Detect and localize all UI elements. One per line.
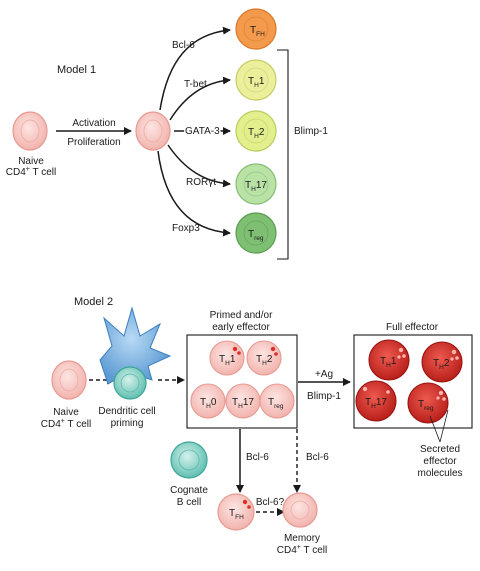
secreted-label-line2: effector (423, 456, 457, 467)
model2-tfh-cell: TFH (217, 493, 255, 531)
svg-text:TH17: TH17 (365, 397, 387, 410)
model1-cell-tfh: TFH (235, 8, 277, 50)
primed-cell-th17: TH17 (225, 383, 261, 419)
secreted-label-line3: molecules (417, 468, 462, 479)
primed-box-title-line1: Primed and/or (210, 310, 273, 321)
proliferation-label: Proliferation (67, 137, 120, 148)
svg-text:Treg: Treg (418, 399, 434, 412)
model1-activated-cell (135, 111, 171, 151)
svg-text:TH1: TH1 (248, 76, 265, 89)
svg-text:TH2: TH2 (248, 127, 265, 140)
branch-arrow-bcl6 (159, 26, 231, 111)
svg-text:TH2: TH2 (433, 358, 450, 371)
model1-naive-label-line1: Naive (18, 156, 44, 167)
dendritic-label-line1: Dendritic cell (98, 406, 155, 417)
activation-label: Activation (72, 118, 115, 129)
full-cell-treg: Treg (407, 382, 449, 424)
factor-label-rorgt: RORγt (186, 177, 216, 188)
dc-bound-t-cell (113, 366, 147, 400)
arrow-ag-label: +Ag (315, 369, 333, 380)
model2-naive-label-line1: Naive (53, 407, 79, 418)
cognate-b-cell (170, 441, 208, 479)
bcl6-label-left: Bcl-6 (246, 452, 269, 463)
svg-text:TH1: TH1 (380, 356, 397, 369)
factor-label-gata3: GATA-3 (185, 126, 220, 137)
model1-cell-th2: TH2 (235, 110, 277, 152)
svg-text:TH1: TH1 (219, 354, 236, 367)
model2-naive-cell (51, 360, 87, 400)
svg-text:TH0: TH0 (200, 397, 217, 410)
bcl6-label-right: Bcl-6 (306, 452, 329, 463)
model2-naive-label-line2: CD4+ T cell (41, 418, 91, 430)
model2-title: Model 2 (74, 296, 113, 308)
model1-naive-cell (12, 111, 48, 151)
full-cell-th17: TH17 (355, 380, 397, 422)
svg-text:TH17: TH17 (232, 397, 254, 410)
branch-arrow-tbet (169, 76, 231, 121)
blimp1-bracket-label: Blimp-1 (294, 126, 328, 137)
arrow-blimp-label: Blimp-1 (307, 391, 341, 402)
factor-label-bcl6: Bcl-6 (172, 40, 195, 51)
primed-cell-th0: TH0 (190, 383, 226, 419)
secreted-label-line1: Secreted (420, 444, 460, 455)
svg-text:TH17: TH17 (245, 180, 267, 193)
secreted-pointer-1 (429, 415, 441, 443)
bcl6q-label: Bcl-6? (256, 497, 285, 508)
full-effector-box (353, 334, 473, 429)
memory-label-line2: CD4+ T cell (277, 544, 327, 556)
branch-arrow-rorgt (167, 144, 231, 188)
full-cell-th2: TH2 (421, 341, 463, 383)
svg-text:Treg: Treg (268, 397, 284, 410)
primed-box-title-line2: early effector (212, 322, 270, 333)
cognate-label-line1: Cognate (170, 485, 208, 496)
primed-effector-box (186, 334, 298, 429)
factor-label-tbet: T-bet (184, 79, 207, 90)
factor-label-foxp3: Foxp3 (172, 223, 200, 234)
model1-naive-label-line2: CD4+ T cell (6, 166, 56, 178)
svg-text:TFH: TFH (229, 508, 244, 521)
dendritic-label-line2: priming (111, 418, 144, 429)
primed-cell-th2: TH2 (246, 340, 282, 376)
model1-cell-th17: TH17 (235, 163, 277, 205)
blimp1-bracket (277, 49, 289, 260)
cognate-label-line2: B cell (177, 497, 201, 508)
memory-cell (282, 492, 318, 528)
primed-cell-th1: TH1 (209, 340, 245, 376)
memory-label-line1: Memory (284, 533, 320, 544)
secreted-pointer-2 (439, 409, 449, 443)
branch-arrow-foxp3 (157, 150, 231, 237)
primed-cell-treg: Treg (259, 383, 295, 419)
full-cell-th1: TH1 (368, 339, 410, 381)
full-box-title: Full effector (386, 322, 439, 333)
model1-title: Model 1 (57, 64, 96, 76)
svg-text:TFH: TFH (250, 25, 265, 38)
model1-cell-treg: Treg (235, 212, 277, 254)
svg-text:TH2: TH2 (256, 354, 273, 367)
model1-cell-th1: TH1 (235, 59, 277, 101)
svg-text:Treg: Treg (248, 229, 264, 242)
